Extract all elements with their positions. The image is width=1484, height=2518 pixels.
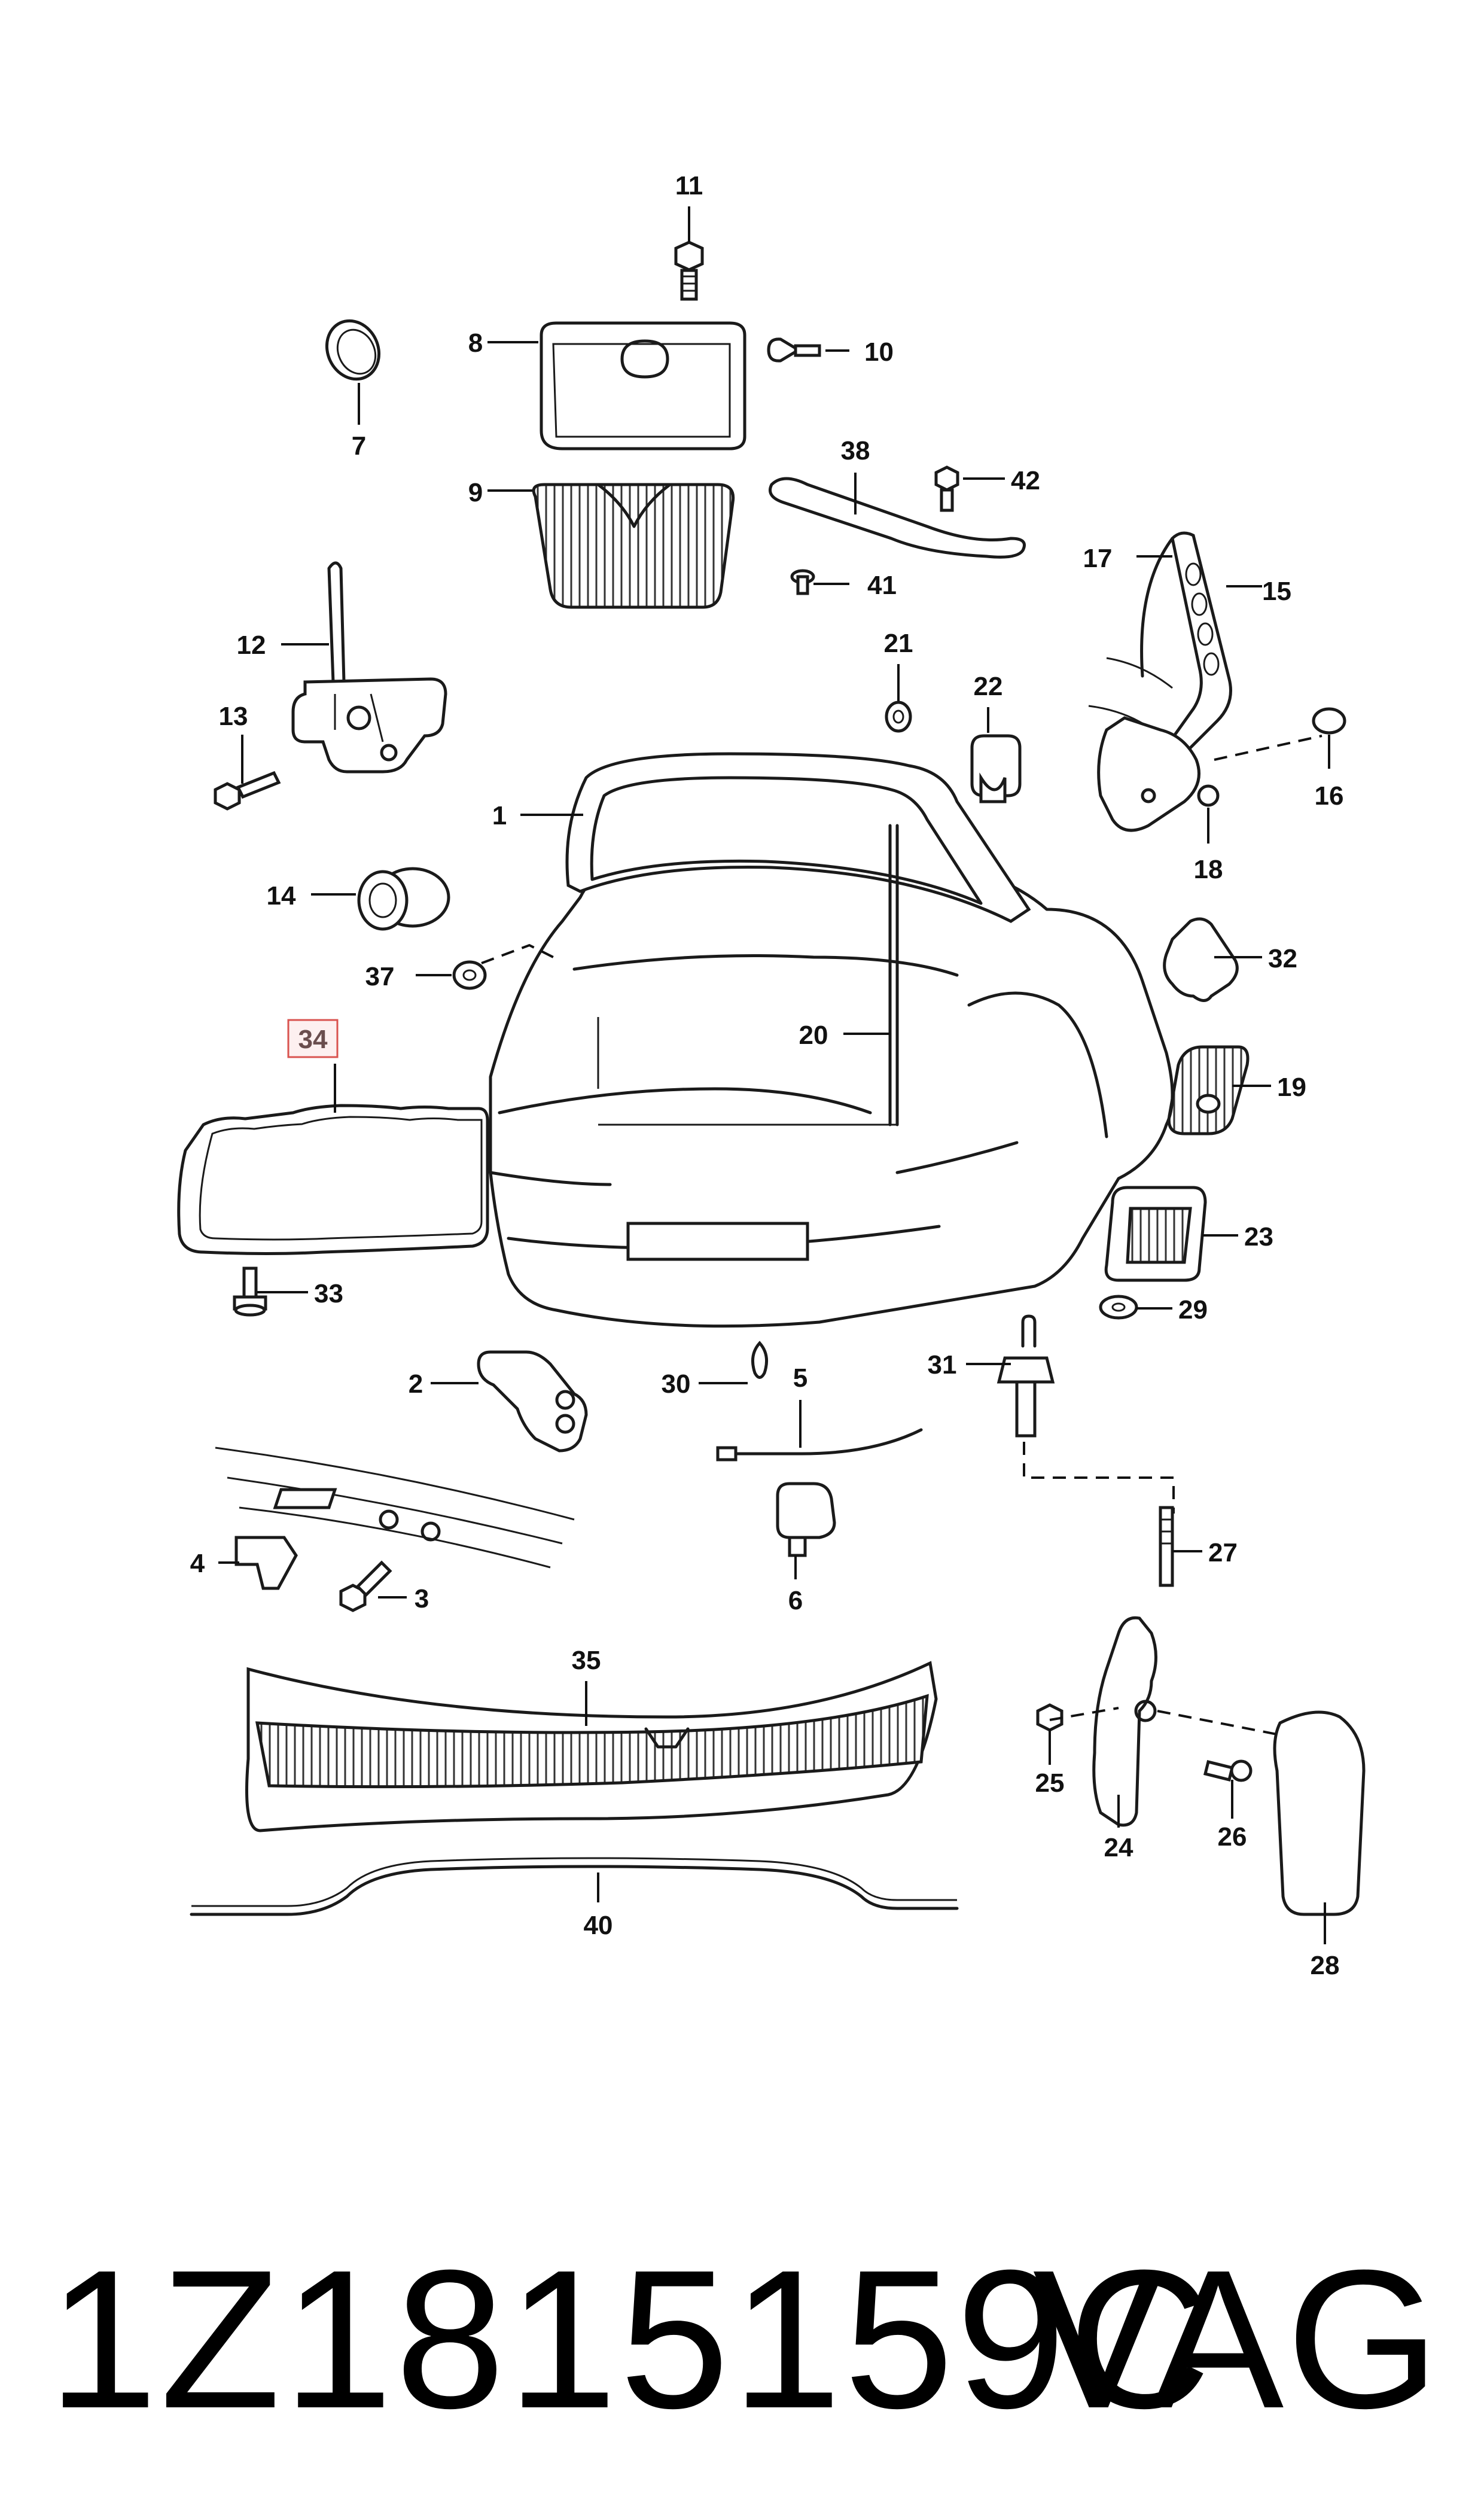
callout-26: 26 bbox=[1218, 1822, 1247, 1852]
caption-bar: 1Z1815159C VAG bbox=[0, 2213, 1484, 2465]
cowl-panel-assembly bbox=[215, 1447, 575, 1569]
part-26-screw bbox=[1203, 1759, 1253, 1782]
callout-16: 16 bbox=[1315, 781, 1344, 811]
callout-10: 10 bbox=[864, 337, 894, 367]
part-25-clip bbox=[1036, 1703, 1064, 1732]
part-6-connector bbox=[776, 1482, 836, 1557]
exploded-parts-diagram: 11 8 10 7 9 38 42 41 12 17 15 13 21 22 1… bbox=[177, 171, 1366, 1980]
part-18-bracket bbox=[1097, 716, 1323, 832]
part-19-grommet bbox=[1167, 1045, 1250, 1135]
callout-7: 7 bbox=[352, 431, 366, 461]
callout-42: 42 bbox=[1011, 466, 1040, 495]
callout-19: 19 bbox=[1277, 1073, 1306, 1102]
callout-4: 4 bbox=[190, 1549, 205, 1578]
callout-29: 29 bbox=[1178, 1295, 1208, 1325]
callout-27: 27 bbox=[1208, 1538, 1238, 1567]
callout-5: 5 bbox=[793, 1363, 807, 1393]
callout-23: 23 bbox=[1244, 1222, 1273, 1252]
part-42-bolt bbox=[934, 465, 959, 512]
part-23-housing bbox=[1104, 1186, 1207, 1282]
part-22-clip bbox=[970, 734, 1022, 803]
part-37-seal-strip bbox=[190, 1857, 959, 1916]
callout-1: 1 bbox=[492, 801, 507, 830]
callout-30: 30 bbox=[662, 1369, 691, 1399]
callout-13: 13 bbox=[219, 702, 248, 731]
callout-11: 11 bbox=[675, 171, 703, 200]
part-21-grommet bbox=[885, 701, 912, 733]
part-7-cap bbox=[325, 319, 381, 381]
part-5-cable bbox=[716, 1428, 923, 1462]
part-41-screw bbox=[790, 569, 815, 595]
part-11-bolt bbox=[674, 240, 704, 301]
callout-40: 38 bbox=[841, 436, 870, 465]
part-15-hinge bbox=[1160, 531, 1232, 759]
callout-21: 21 bbox=[884, 629, 913, 658]
part-9-grille bbox=[532, 483, 735, 609]
part-29-washer bbox=[1099, 1295, 1138, 1320]
callout-3: 3 bbox=[415, 1584, 429, 1613]
brand-label: VAG bbox=[1032, 2228, 1442, 2449]
callout-12: 12 bbox=[237, 631, 266, 660]
car-body bbox=[489, 848, 1174, 1328]
callout-8: 8 bbox=[468, 328, 483, 358]
callout-25: 25 bbox=[1035, 1768, 1065, 1798]
part-2-plate bbox=[477, 1350, 588, 1453]
callout-41: 41 bbox=[867, 571, 897, 600]
callout-6: 6 bbox=[788, 1586, 803, 1615]
part-16-cap bbox=[1312, 707, 1346, 735]
part-8-gasket bbox=[540, 321, 746, 450]
part-20-prop-rod bbox=[888, 824, 899, 1126]
part-4-clip bbox=[234, 1536, 298, 1590]
callout-22: 22 bbox=[974, 672, 1003, 701]
part-12-lock bbox=[291, 561, 447, 774]
callout-2: 2 bbox=[409, 1369, 423, 1399]
callout-38: 37 bbox=[365, 962, 395, 991]
callout-32: 32 bbox=[1268, 944, 1297, 973]
callout-34-highlighted: 34 bbox=[287, 1019, 339, 1058]
callout-28: 28 bbox=[1311, 1951, 1340, 1980]
callout-33: 33 bbox=[314, 1279, 343, 1308]
part-32-seal bbox=[1163, 917, 1239, 1002]
callout-35: 35 bbox=[572, 1646, 601, 1675]
callout-37: 40 bbox=[584, 1911, 613, 1940]
part-40-trim-strip bbox=[769, 477, 1026, 559]
callout-24: 24 bbox=[1104, 1833, 1133, 1862]
part-30-clip bbox=[751, 1341, 769, 1379]
part-1-hood bbox=[565, 752, 1031, 923]
callout-15: 15 bbox=[1262, 577, 1291, 606]
part-10-clip bbox=[767, 337, 821, 363]
callout-17: 17 bbox=[1083, 544, 1113, 573]
part-number-label: 1Z1815159C bbox=[48, 2228, 1214, 2449]
part-34-insulation-mat bbox=[177, 1104, 489, 1255]
part-31-hook bbox=[997, 1314, 1175, 1514]
callout-18: 18 bbox=[1194, 855, 1223, 884]
part-3-bolt bbox=[339, 1560, 392, 1612]
part-28-cover bbox=[1273, 1710, 1366, 1916]
callout-9: 9 bbox=[468, 478, 483, 507]
callout-34: 34 bbox=[298, 1025, 328, 1054]
part-38-washer bbox=[452, 960, 487, 990]
callout-31: 31 bbox=[928, 1350, 957, 1380]
part-33-bolt bbox=[233, 1266, 267, 1317]
part-13-bolt bbox=[214, 771, 281, 811]
part-27-rod bbox=[1159, 1506, 1174, 1587]
part-14-bump-stop bbox=[357, 867, 450, 931]
callout-20: 20 bbox=[799, 1021, 828, 1050]
part-24-lock bbox=[1092, 1616, 1157, 1827]
part-35-plenum-tray bbox=[245, 1661, 938, 1832]
callout-14: 14 bbox=[267, 881, 296, 911]
